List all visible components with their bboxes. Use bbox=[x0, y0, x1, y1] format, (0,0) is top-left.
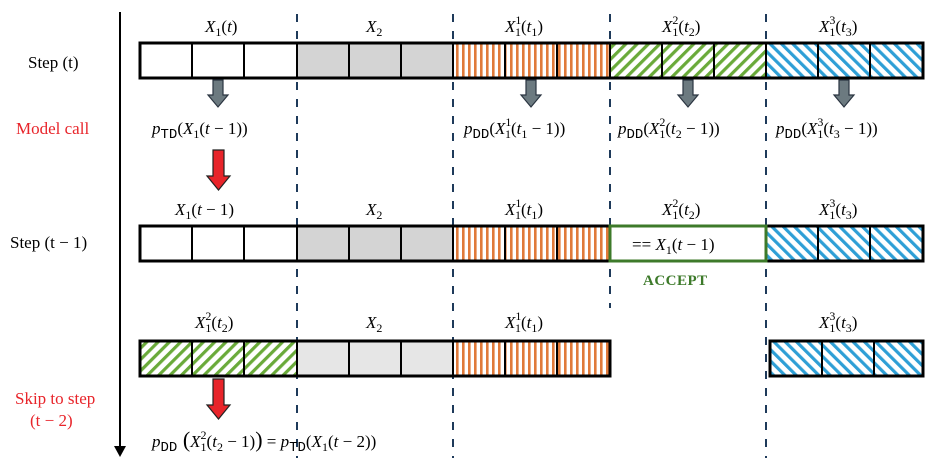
red-arrow-skip bbox=[205, 378, 232, 420]
prob-td: pTD(X1(t − 1)) bbox=[151, 119, 248, 143]
accept-label: ACCEPT bbox=[643, 273, 708, 289]
row1-token-bar bbox=[138, 41, 925, 80]
gray-down-arrows bbox=[206, 79, 856, 108]
gray-arrow-2 bbox=[519, 79, 543, 108]
row3-token-bar-right bbox=[768, 339, 925, 378]
model-call-label: Model call bbox=[16, 119, 89, 138]
red-arrow-model-call bbox=[205, 149, 232, 191]
gray-arrow-1 bbox=[206, 79, 230, 108]
step-t-minus-1-label: Step (t − 1) bbox=[10, 233, 87, 252]
row3-header-x2: X2 bbox=[365, 313, 382, 335]
equal-text: == X1(t − 1) bbox=[632, 235, 714, 257]
accept-box bbox=[608, 224, 768, 263]
gray-arrow-3 bbox=[676, 79, 700, 108]
row3-token-bar-left bbox=[138, 339, 612, 378]
row1-header-x2: X2 bbox=[365, 17, 382, 39]
gray-arrow-4 bbox=[832, 79, 856, 108]
row2-header-x2: X2 bbox=[365, 200, 382, 222]
skip-step-label-line1: Skip to step bbox=[15, 389, 95, 408]
step-t-label: Step (t) bbox=[28, 53, 79, 72]
row1-header-x1t: X1(t) bbox=[204, 17, 237, 39]
time-axis-arrowhead bbox=[114, 446, 126, 457]
row2-header-x1tm1: X1(t − 1) bbox=[174, 200, 234, 222]
skip-step-label-line2: (t − 2) bbox=[30, 411, 73, 430]
row2-token-bar bbox=[138, 224, 925, 263]
